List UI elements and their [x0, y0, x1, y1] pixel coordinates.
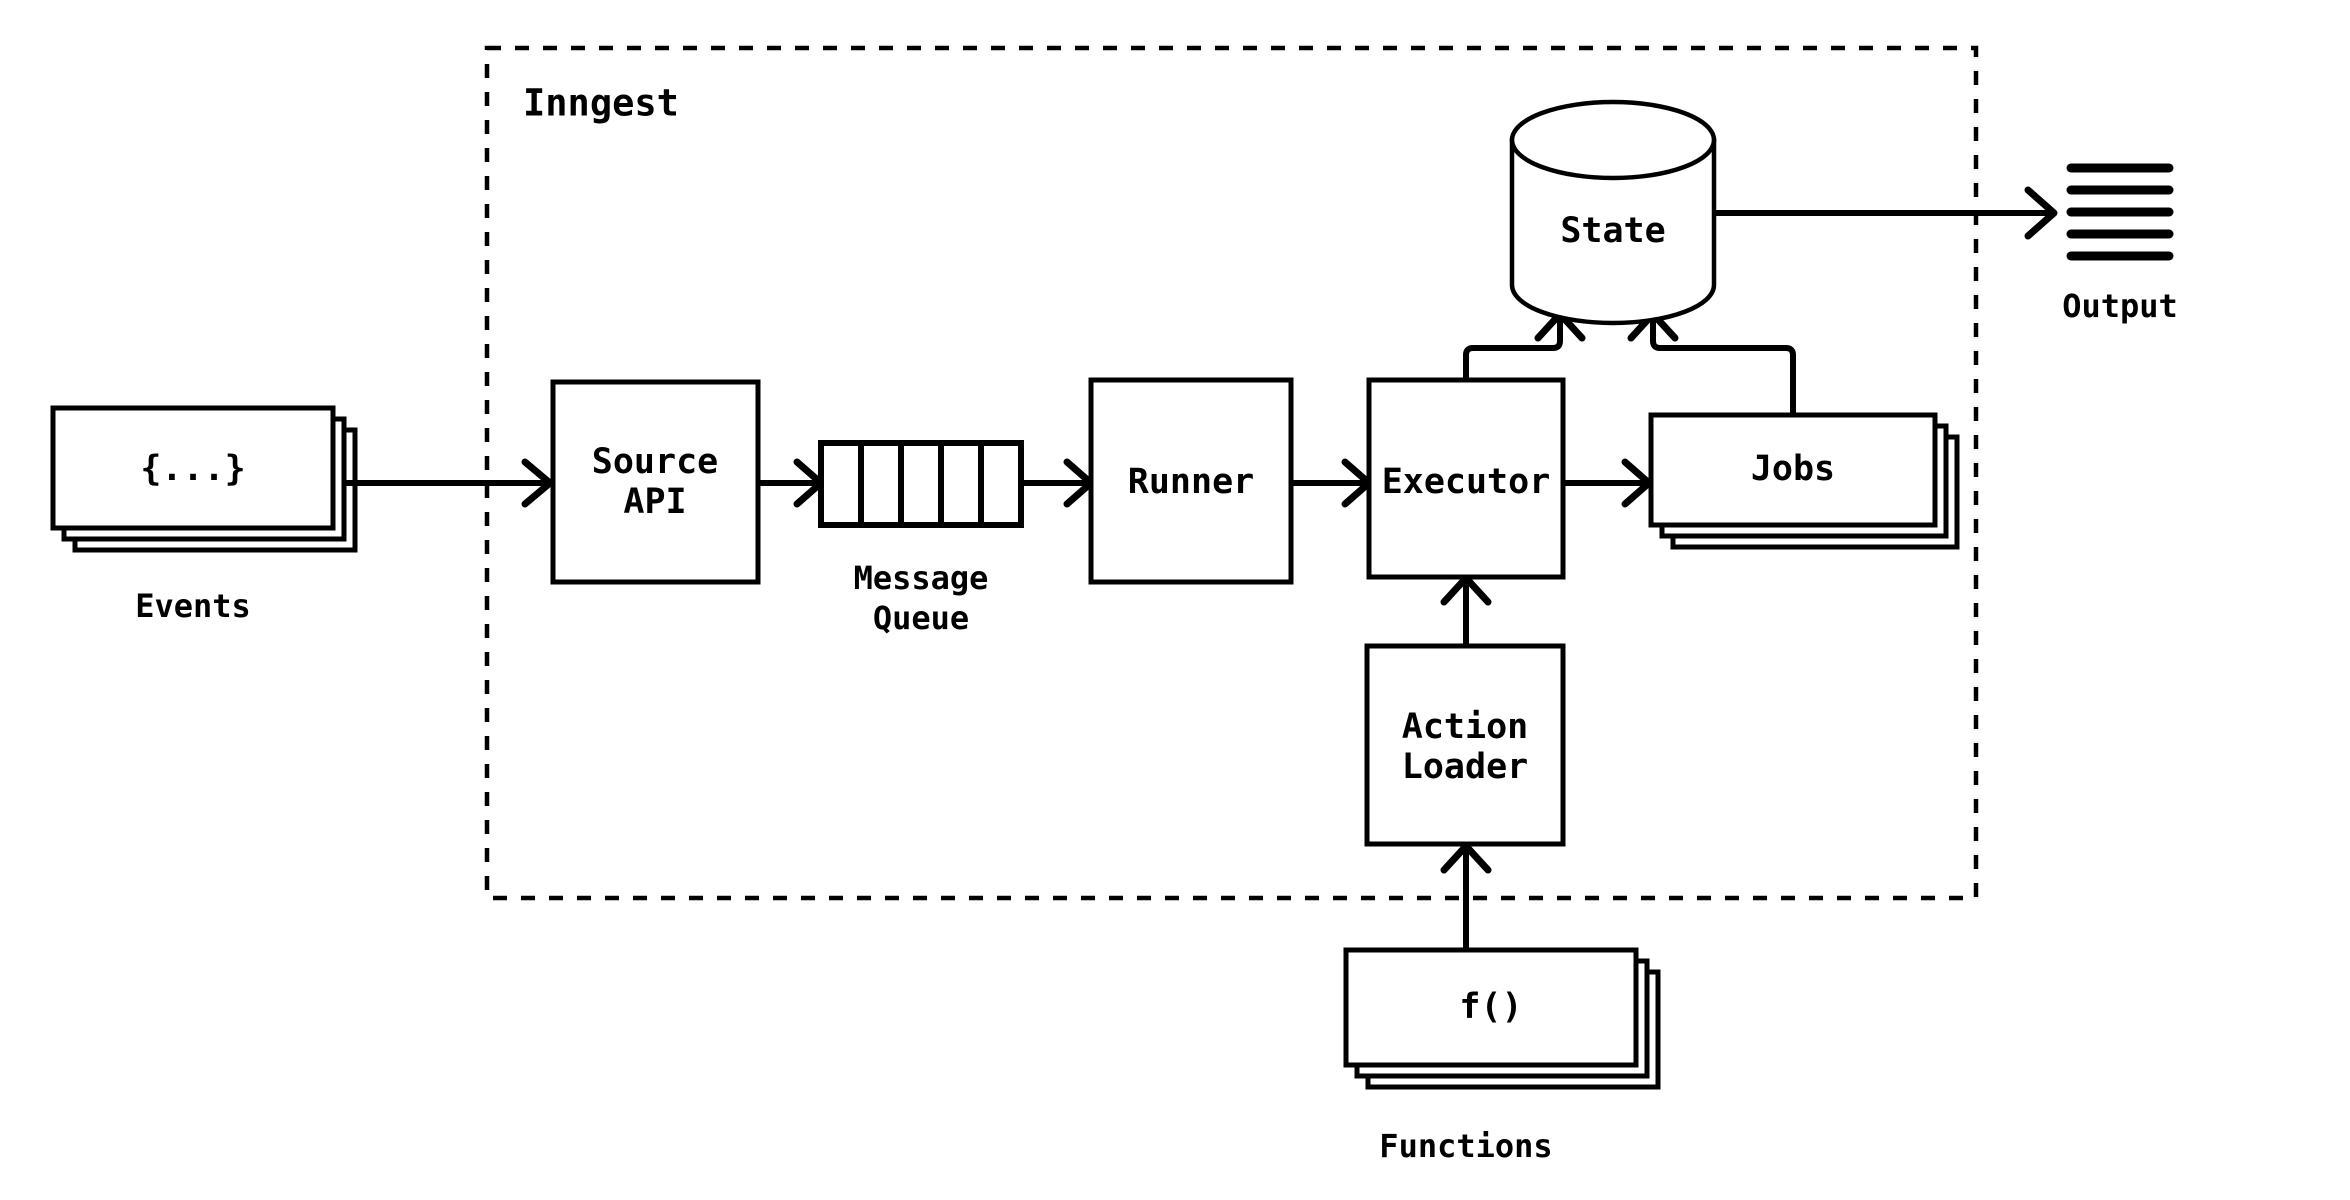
- queue-cell-1: [818, 440, 864, 528]
- edge-action-loader-to-executor: [1440, 574, 1492, 645]
- edge-queue-to-runner: [1021, 458, 1095, 508]
- events-inner-label: {...}: [140, 449, 245, 489]
- events-caption: Events: [135, 587, 251, 625]
- edge-events-arrowhead: [521, 458, 554, 508]
- edge-jobs-state-path: [1650, 318, 1796, 415]
- inngest-boundary: Inngest: [484, 45, 1979, 901]
- node-functions[interactable]: f() Functions: [1343, 947, 1661, 1165]
- edge-functions-to-action-loader: [1440, 842, 1492, 948]
- state-label: State: [1560, 211, 1665, 251]
- functions-inner-label: f(): [1459, 987, 1522, 1027]
- node-action-loader[interactable]: Action Loader: [1364, 643, 1566, 847]
- executor-box: [1366, 377, 1566, 580]
- edge-executor-state-path: [1463, 318, 1563, 380]
- node-message-queue[interactable]: Message Queue: [818, 440, 1024, 637]
- output-caption: Output: [2062, 287, 2178, 325]
- message-queue-caption-line1: Message: [854, 559, 989, 597]
- functions-stack-layer-1: [1343, 947, 1639, 1068]
- node-runner[interactable]: Runner: [1088, 377, 1294, 585]
- edge-runner-to-executor: [1291, 458, 1373, 508]
- jobs-inner-label: Jobs: [1751, 449, 1835, 489]
- edge-executor-to-state: [1463, 310, 1586, 380]
- state-cylinder-top: [1509, 99, 1717, 181]
- inngest-boundary-label: Inngest: [523, 82, 679, 125]
- action-loader-label-line1: Action: [1402, 707, 1528, 747]
- edge-state-to-output: [1712, 186, 2058, 240]
- state-cylinder-body: [1509, 137, 1717, 326]
- queue-cell-5: [978, 440, 1024, 528]
- edge-functions-arrowhead: [1440, 842, 1492, 874]
- edge-output-arrowhead: [2024, 186, 2058, 240]
- events-stack-layer-1: [50, 405, 336, 531]
- node-events[interactable]: {...} Events: [50, 405, 358, 625]
- source-api-label-line2: API: [623, 482, 686, 522]
- functions-caption: Functions: [1379, 1127, 1552, 1165]
- edge-action-loader-arrowhead: [1440, 574, 1492, 606]
- action-loader-label-line2: Loader: [1402, 747, 1528, 787]
- queue-cell-4: [938, 440, 984, 528]
- edge-source-api-to-queue: [758, 458, 825, 508]
- runner-label: Runner: [1128, 462, 1254, 502]
- message-queue-caption-line2: Queue: [873, 599, 969, 637]
- executor-label: Executor: [1382, 462, 1551, 502]
- node-state[interactable]: State: [1509, 99, 1717, 326]
- source-api-label-line1: Source: [592, 442, 718, 482]
- source-api-box: [550, 379, 761, 585]
- queue-cell-2: [858, 440, 904, 528]
- edge-events-to-source-api: [344, 458, 554, 508]
- node-jobs[interactable]: Jobs: [1648, 412, 1960, 550]
- queue-cell-3: [898, 440, 944, 528]
- edge-jobs-to-state: [1627, 310, 1796, 415]
- output-lines-icon: [2066, 163, 2174, 261]
- edge-executor-to-jobs: [1563, 458, 1653, 508]
- node-source-api[interactable]: Source API: [550, 379, 761, 585]
- node-executor[interactable]: Executor: [1366, 377, 1566, 580]
- node-output[interactable]: Output: [2062, 163, 2178, 325]
- inngest-boundary-rect: [484, 45, 1979, 901]
